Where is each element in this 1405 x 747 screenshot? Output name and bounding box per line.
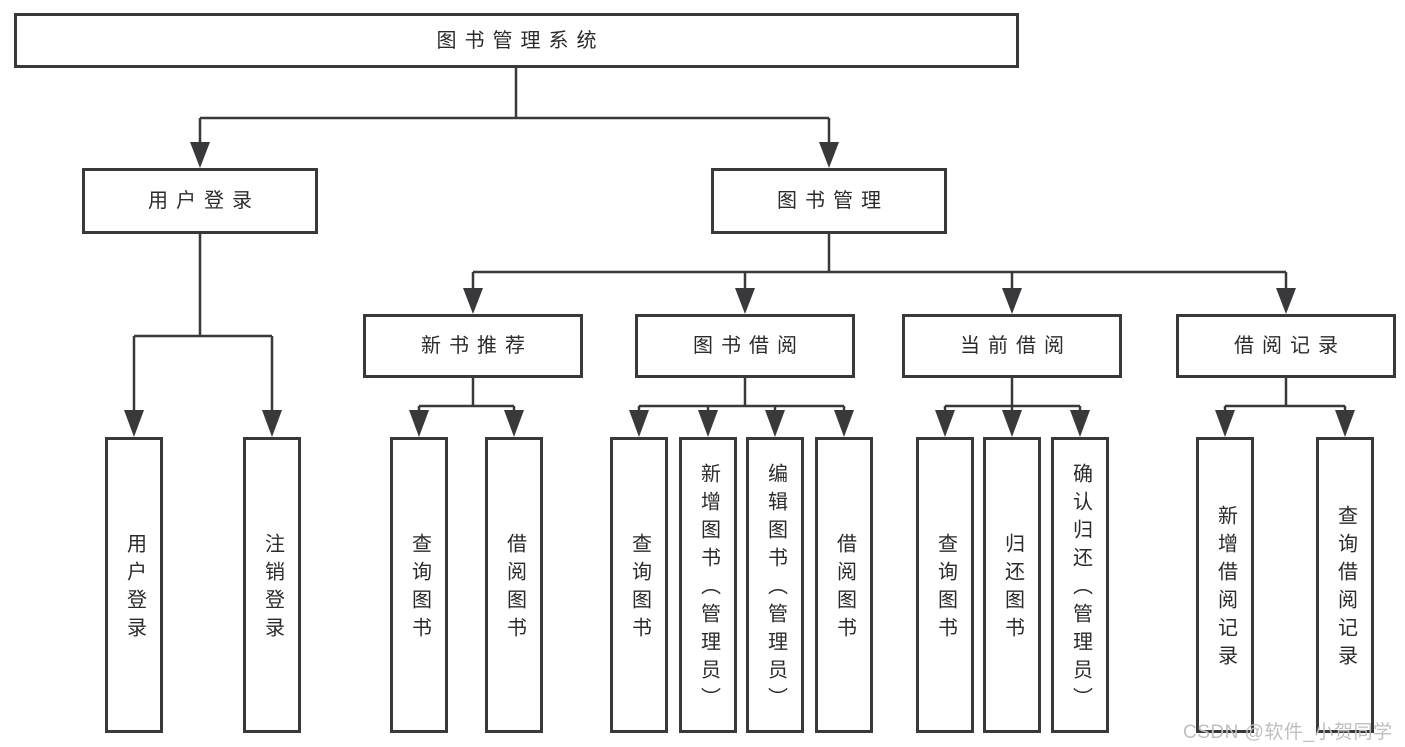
- leaf-add-book-admin: 新增图书（管理员）: [679, 437, 737, 733]
- node-label: 借阅图书: [503, 533, 526, 645]
- node-label: 编辑图书（管理员）: [764, 463, 787, 715]
- node-label: 新书推荐: [421, 335, 533, 357]
- node-borrowing-records: 借阅记录: [1176, 314, 1396, 378]
- node-label: 借阅记录: [1234, 335, 1346, 357]
- leaf-query-books-borrowing: 查询图书: [610, 437, 668, 733]
- node-label: 用户登录: [123, 533, 146, 645]
- node-library-management-system: 图书管理系统: [14, 13, 1019, 68]
- node-label: 图书借阅: [693, 335, 805, 357]
- leaf-logout: 注销登录: [243, 437, 301, 733]
- node-label: 确认归还（管理员）: [1069, 463, 1092, 715]
- node-book-borrowing: 图书借阅: [635, 314, 855, 378]
- node-label: 图书管理: [777, 190, 889, 212]
- leaf-query-borrow-record: 查询借阅记录: [1316, 437, 1374, 733]
- node-label: 查询借阅记录: [1334, 505, 1357, 673]
- node-current-borrowing: 当前借阅: [902, 314, 1122, 378]
- node-label: 注销登录: [261, 533, 284, 645]
- leaf-user-login: 用户登录: [105, 437, 163, 733]
- leaf-confirm-return-admin: 确认归还（管理员）: [1051, 437, 1109, 733]
- leaf-borrow-books-recommend: 借阅图书: [485, 437, 543, 733]
- node-label: 新增借阅记录: [1214, 505, 1237, 673]
- node-new-book-recommend: 新书推荐: [363, 314, 583, 378]
- node-book-management: 图书管理: [711, 168, 947, 234]
- leaf-add-borrow-record: 新增借阅记录: [1196, 437, 1254, 733]
- node-label: 新增图书（管理员）: [697, 463, 720, 715]
- leaf-borrow-books-borrowing: 借阅图书: [815, 437, 873, 733]
- node-label: 归还图书: [1001, 533, 1024, 645]
- node-label: 用户登录: [148, 190, 260, 212]
- node-label: 图书管理系统: [436, 29, 605, 52]
- node-label: 查询图书: [934, 533, 957, 645]
- leaf-query-books-recommend: 查询图书: [390, 437, 448, 733]
- watermark-text: CSDN @软件_小贺同学: [1183, 722, 1393, 743]
- leaf-return-book: 归还图书: [983, 437, 1041, 733]
- leaf-query-books-current: 查询图书: [916, 437, 974, 733]
- node-label: 查询图书: [628, 533, 651, 645]
- node-label: 查询图书: [408, 533, 431, 645]
- node-label: 借阅图书: [833, 533, 856, 645]
- node-label: 当前借阅: [960, 335, 1072, 357]
- node-user-login: 用户登录: [82, 168, 318, 234]
- leaf-edit-book-admin: 编辑图书（管理员）: [746, 437, 804, 733]
